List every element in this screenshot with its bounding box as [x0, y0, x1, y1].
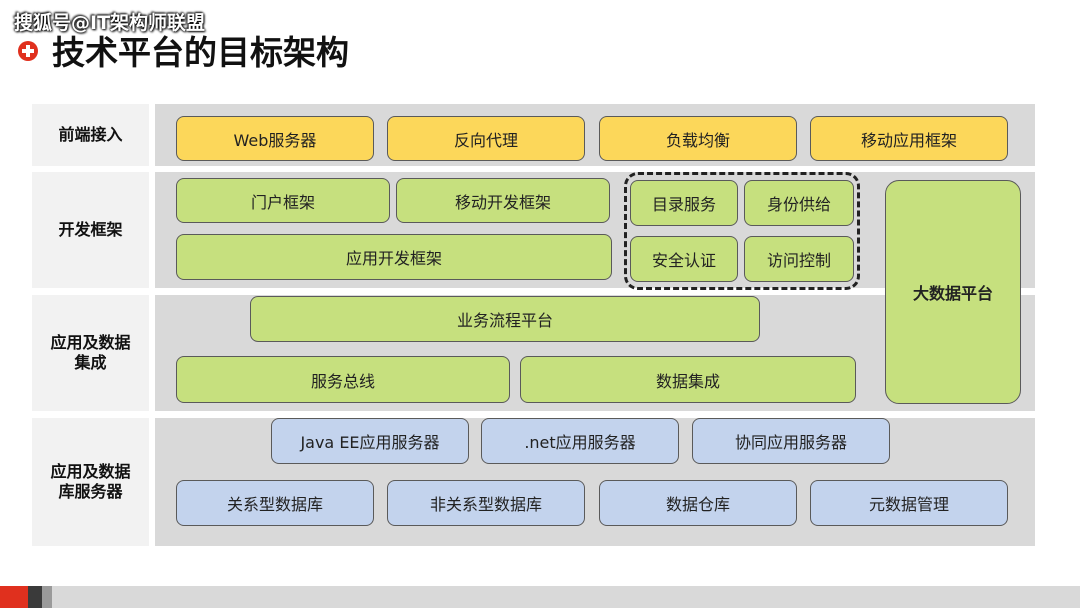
box-reverse-proxy: 反向代理 [387, 116, 585, 161]
box-mobile-dev-framework: 移动开发框架 [396, 178, 610, 223]
row-label-server: 应用及数据 库服务器 [32, 418, 149, 546]
box-directory-service: 目录服务 [630, 180, 738, 226]
box-app-dev-framework: 应用开发框架 [176, 234, 612, 280]
box-mobile-app-framework: 移动应用框架 [810, 116, 1008, 161]
plus-circle-icon [18, 41, 38, 61]
row-label-framework: 开发框架 [32, 172, 149, 288]
box-service-bus: 服务总线 [176, 356, 510, 403]
box-big-data-platform: 大数据平台 [885, 180, 1021, 404]
footer-strip [0, 586, 1080, 608]
box-nonrelational-db: 非关系型数据库 [387, 480, 585, 526]
box-dotnet-server: .net应用服务器 [481, 418, 679, 464]
row-label-integration-line2: 集成 [74, 353, 107, 372]
box-load-balance: 负载均衡 [599, 116, 797, 161]
box-data-integration: 数据集成 [520, 356, 856, 403]
row-label-server-line2: 库服务器 [58, 482, 123, 501]
box-identity-provision: 身份供给 [744, 180, 854, 226]
box-access-control: 访问控制 [744, 236, 854, 282]
box-portal-framework: 门户框架 [176, 178, 390, 223]
row-label-integration: 应用及数据 集成 [32, 295, 149, 411]
box-relational-db: 关系型数据库 [176, 480, 374, 526]
dashed-security-group [624, 172, 860, 290]
box-security-auth: 安全认证 [630, 236, 738, 282]
footer-accent-dark [28, 586, 42, 608]
row-label-server-line1: 应用及数据 [50, 462, 131, 481]
box-metadata-management: 元数据管理 [810, 480, 1008, 526]
box-web-server: Web服务器 [176, 116, 374, 161]
footer-accent-gray [42, 586, 52, 608]
box-javaee-server: Java EE应用服务器 [271, 418, 469, 464]
box-workflow-platform: 业务流程平台 [250, 296, 760, 342]
box-collab-server: 协同应用服务器 [692, 418, 890, 464]
box-data-warehouse: 数据仓库 [599, 480, 797, 526]
row-label-frontend: 前端接入 [32, 104, 149, 166]
footer-accent-red [0, 586, 28, 608]
watermark: 搜狐号@IT架构师联盟 [14, 12, 206, 34]
page-title: 技术平台的目标架构 [52, 33, 349, 72]
row-label-integration-line1: 应用及数据 [50, 333, 131, 352]
